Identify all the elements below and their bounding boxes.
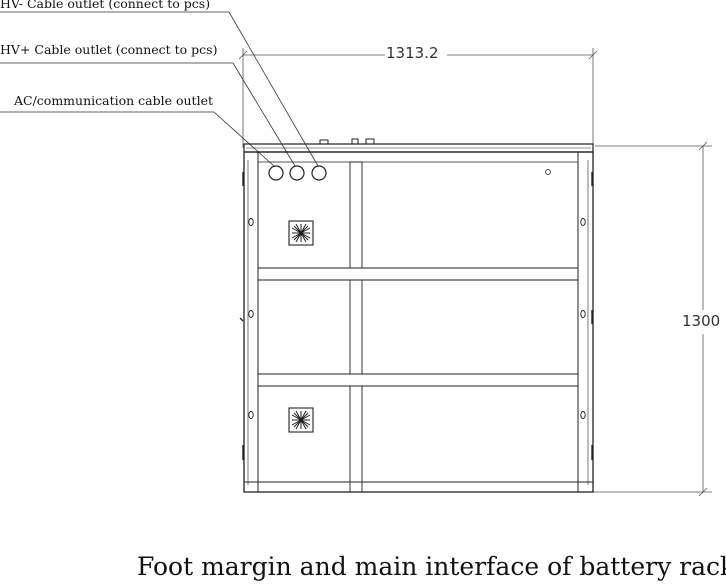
hv-plus-outlet-icon	[289, 165, 305, 181]
height-dimension	[593, 141, 712, 497]
ac-communication-callout-label: AC/communication cable outlet	[14, 93, 213, 108]
hv-minus-callout-label: HV- Cable outlet (connect to pcs)	[0, 0, 211, 11]
height-dimension-label: 1300	[682, 312, 721, 330]
cable-outlets	[268, 165, 327, 181]
ac-communication-outlet-icon	[268, 165, 284, 181]
vent-fan-icon-upper	[288, 220, 314, 246]
callout-leaders	[0, 11, 319, 167]
width-dimension-label: 1313.2	[386, 44, 439, 62]
hv-plus-callout-label: HV+ Cable outlet (connect to pcs)	[0, 42, 218, 57]
battery-rack	[239, 138, 594, 493]
figure-caption: Foot margin and main interface of batter…	[137, 552, 726, 581]
width-dimension	[238, 48, 598, 148]
hv-minus-outlet-icon	[311, 165, 327, 181]
vent-fan-icon-lower	[288, 407, 314, 433]
